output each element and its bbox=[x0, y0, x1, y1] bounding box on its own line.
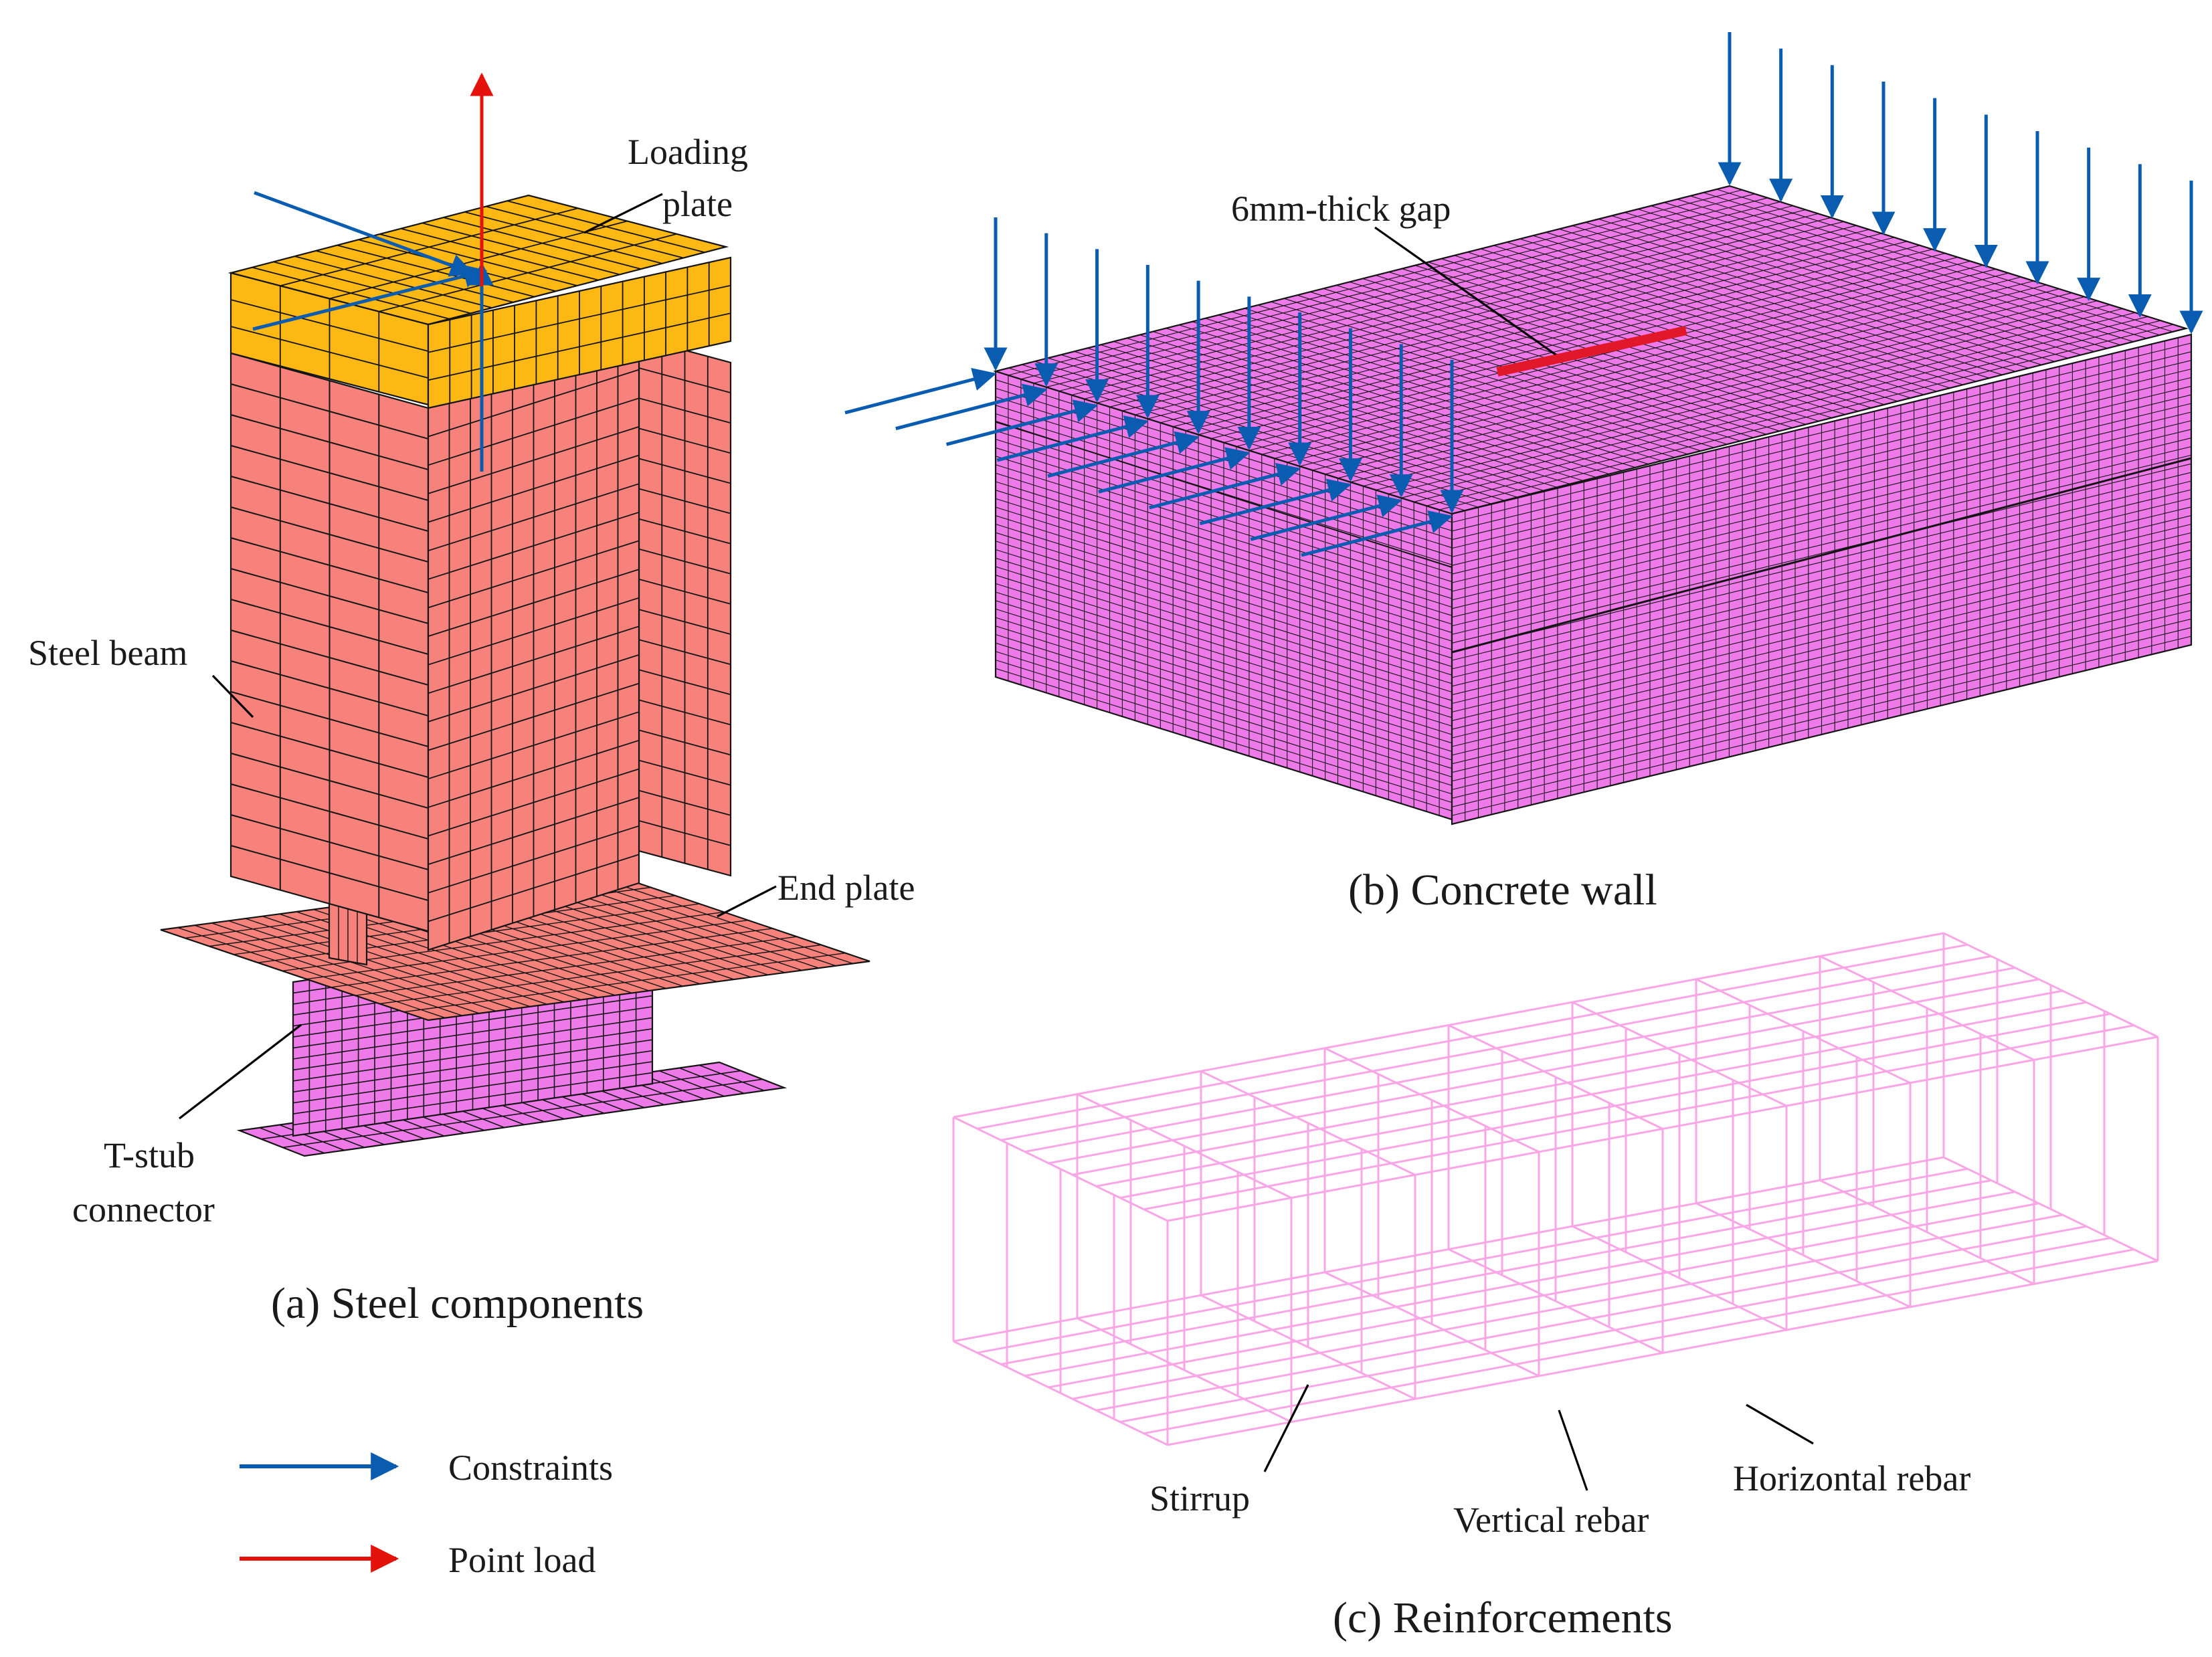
rebar-lines bbox=[952, 932, 2159, 1446]
constraint-arrow bbox=[1199, 478, 1352, 526]
legend: Constraints Point load bbox=[240, 1448, 613, 1580]
gap-marker bbox=[1496, 326, 1687, 377]
rebar-cage bbox=[952, 932, 2159, 1446]
constraint-arrow bbox=[1098, 447, 1251, 494]
beam-flange-front bbox=[229, 352, 430, 933]
constraint-arrow bbox=[252, 264, 488, 331]
leader-loading-plate bbox=[583, 193, 663, 234]
label-steel-beam: Steel beam bbox=[28, 633, 187, 673]
steel-beam bbox=[229, 336, 732, 966]
wall-side-face bbox=[1451, 333, 2193, 825]
concrete-wall-mesh bbox=[992, 185, 2193, 825]
constraint-arrow bbox=[844, 367, 997, 415]
label-loading-plate-line1: Loading bbox=[628, 132, 748, 172]
constraint-arrow bbox=[1250, 494, 1402, 541]
constraint-arrow bbox=[1301, 510, 1453, 557]
loading-plate-side bbox=[427, 256, 732, 409]
caption-steel-components: (a) Steel components bbox=[271, 1279, 644, 1328]
leader-t-stub bbox=[179, 1024, 302, 1120]
constraint-arrow bbox=[1149, 462, 1301, 510]
label-end-plate: End plate bbox=[777, 868, 915, 908]
constraint-arrow bbox=[254, 191, 474, 277]
beam-inner-web bbox=[638, 336, 732, 877]
leader-horizontal-rebar bbox=[1746, 1403, 1814, 1445]
gap-line-side bbox=[1451, 457, 2192, 654]
panel-reinforcements: Stirrup Vertical rebar Horizontal rebar … bbox=[952, 932, 2159, 1642]
constraint-arrow bbox=[996, 415, 1149, 462]
leader-vertical-rebar bbox=[1558, 1409, 1588, 1491]
label-loading-plate-line2: plate bbox=[662, 184, 733, 224]
panel-a-boundary-arrows bbox=[252, 72, 494, 472]
gap-line-front bbox=[995, 421, 1453, 568]
label-stirrup: Stirrup bbox=[1149, 1478, 1250, 1519]
beam-flange-side bbox=[427, 340, 640, 951]
label-gap: 6mm-thick gap bbox=[1231, 189, 1451, 229]
label-t-stub-line1: T-stub bbox=[104, 1135, 195, 1175]
panel-concrete-wall: 6mm-thick gap (b) Concrete wall bbox=[844, 32, 2203, 914]
panel-b-constraint-arrows bbox=[844, 32, 2203, 557]
caption-concrete-wall: (b) Concrete wall bbox=[1348, 866, 1657, 914]
panel-steel-components: Loading plate Steel beam End plate T-stu… bbox=[28, 72, 915, 1328]
constraint-arrow bbox=[1047, 431, 1200, 478]
legend-constraints: Constraints bbox=[448, 1448, 613, 1488]
label-t-stub-line2: connector bbox=[72, 1189, 215, 1230]
caption-reinforcements: (c) Reinforcements bbox=[1333, 1593, 1673, 1642]
constraint-arrow bbox=[895, 383, 1048, 431]
loading-plate bbox=[227, 194, 732, 409]
leader-stirrup bbox=[1263, 1384, 1309, 1472]
leader-gap bbox=[1374, 226, 1556, 356]
legend-point-load: Point load bbox=[448, 1540, 596, 1580]
constraint-arrow bbox=[945, 399, 1098, 446]
label-horizontal-rebar: Horizontal rebar bbox=[1733, 1458, 1970, 1498]
leader-end-plate bbox=[717, 885, 777, 918]
leader-steel-beam bbox=[211, 674, 254, 718]
label-vertical-rebar: Vertical rebar bbox=[1453, 1500, 1649, 1540]
